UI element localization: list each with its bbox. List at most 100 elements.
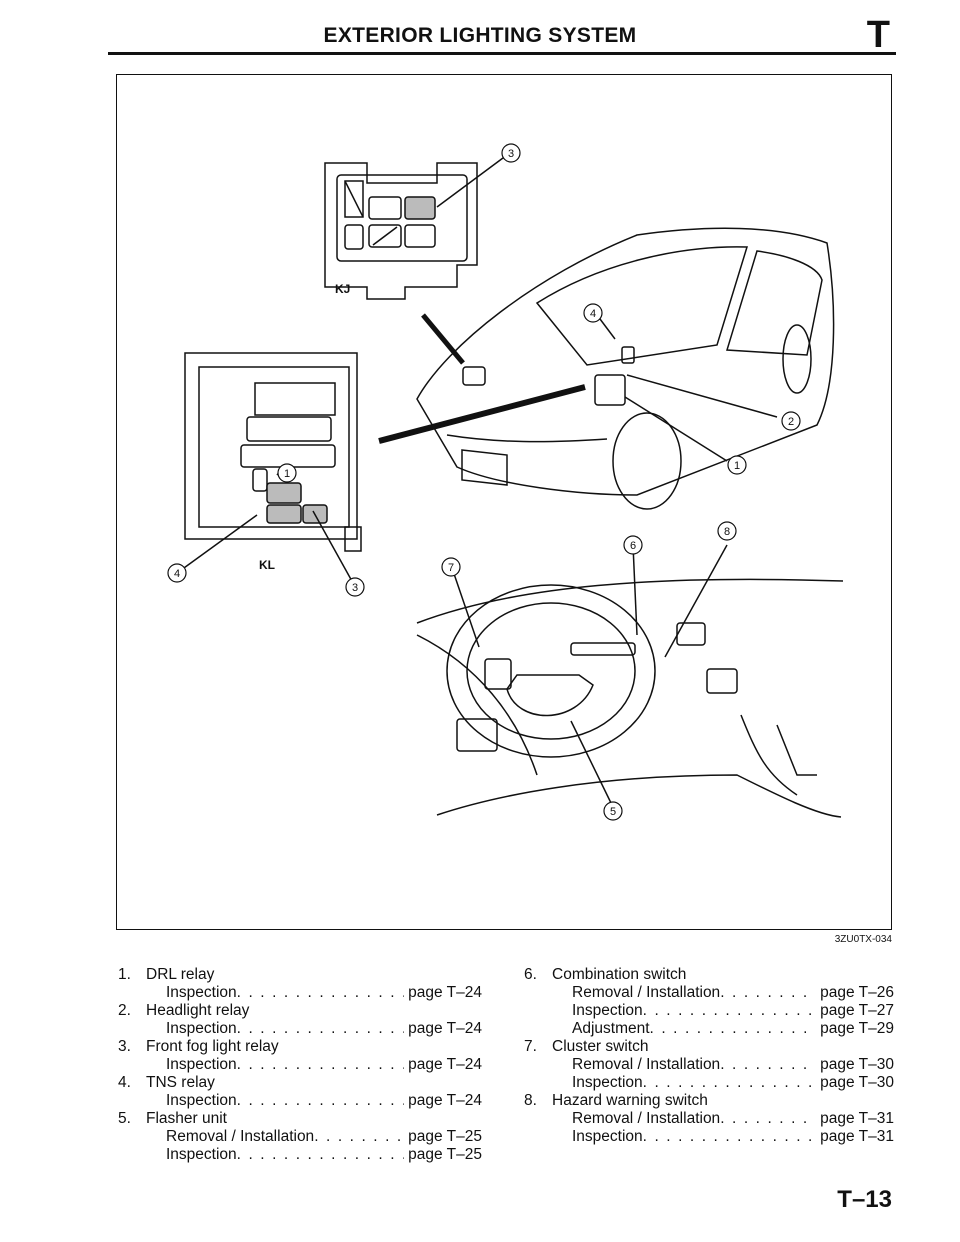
component-name: Flasher unit	[146, 1110, 227, 1127]
dot-leader	[643, 1128, 816, 1146]
component-number: 4.	[118, 1074, 131, 1091]
procedure-entry: Removal / Installation page T–25	[118, 1128, 482, 1146]
page-reference: page T–24	[408, 1092, 482, 1109]
dot-leader	[650, 1020, 817, 1038]
dot-leader	[643, 1074, 816, 1092]
kl-label: KL	[259, 558, 275, 572]
component-name: Headlight relay	[146, 1002, 250, 1019]
dot-leader	[237, 1056, 404, 1074]
component-location-illustration: 3 4 2 1 1 4 3 6 8 7 5 KJ KL	[167, 143, 844, 821]
svg-text:4: 4	[590, 308, 596, 320]
callout-2: 2	[781, 411, 801, 431]
dot-leader	[314, 1128, 404, 1146]
component-number: 1.	[118, 966, 131, 983]
procedure-entry: Inspection page T–25	[118, 1146, 482, 1164]
callout-4-kl: 4	[167, 563, 187, 583]
component-name: Hazard warning switch	[552, 1092, 708, 1109]
component-item: 7. Cluster switch	[524, 1038, 894, 1056]
car-illustration	[378, 227, 835, 510]
procedure-entry: Adjustment page T–29	[524, 1020, 894, 1038]
dot-leader	[720, 1056, 816, 1074]
callout-7: 7	[441, 557, 461, 577]
page-reference: page T–24	[408, 1056, 482, 1073]
procedure-label: Inspection	[572, 1074, 643, 1091]
component-number: 7.	[524, 1038, 537, 1055]
header-rule	[108, 52, 896, 55]
component-number: 3.	[118, 1038, 131, 1055]
procedure-entry: Removal / Installation page T–30	[524, 1056, 894, 1074]
page-reference: page T–24	[408, 984, 482, 1001]
dot-leader	[237, 1092, 404, 1110]
dot-leader	[237, 1020, 404, 1038]
procedure-label: Inspection	[166, 984, 237, 1001]
procedure-label: Removal / Installation	[166, 1128, 315, 1145]
kj-relay-box	[324, 154, 508, 300]
svg-text:8: 8	[724, 526, 730, 538]
callout-8: 8	[717, 521, 737, 541]
svg-text:7: 7	[448, 562, 454, 574]
dot-leader	[643, 1002, 816, 1020]
page-reference: page T–31	[820, 1128, 894, 1145]
procedure-label: Removal / Installation	[572, 984, 721, 1001]
dot-leader	[720, 984, 816, 1002]
callout-1-kl: 1	[277, 463, 297, 483]
svg-text:3: 3	[508, 148, 514, 160]
page-reference: page T–29	[820, 1020, 894, 1037]
procedure-label: Inspection	[166, 1146, 237, 1163]
svg-text:1: 1	[734, 460, 740, 472]
procedure-label: Inspection	[166, 1020, 237, 1037]
callout-5: 5	[603, 801, 623, 821]
figure-code: 3ZU0TX-034	[834, 934, 892, 945]
page-number: T–13	[837, 1186, 892, 1213]
svg-text:4: 4	[174, 568, 180, 580]
svg-text:2: 2	[788, 416, 794, 428]
component-name: Cluster switch	[552, 1038, 649, 1055]
component-number: 5.	[118, 1110, 131, 1127]
procedure-entry: Inspection page T–24	[118, 1092, 482, 1110]
kj-label: KJ	[335, 282, 350, 296]
component-item: 8. Hazard warning switch	[524, 1092, 894, 1110]
svg-text:5: 5	[610, 806, 616, 818]
procedure-label: Inspection	[572, 1128, 643, 1145]
component-name: Combination switch	[552, 966, 687, 983]
component-item: 1. DRL relay	[118, 966, 482, 984]
component-number: 6.	[524, 966, 537, 983]
page-reference: page T–24	[408, 1020, 482, 1037]
callout-3-kl: 3	[345, 577, 365, 597]
procedure-label: Inspection	[572, 1002, 643, 1019]
component-list-left: 1.DRL relayInspectionpage T–242.Headligh…	[118, 966, 482, 1164]
page-reference: page T–25	[408, 1146, 482, 1163]
dot-leader	[237, 1146, 404, 1164]
component-number: 8.	[524, 1092, 537, 1109]
component-item: 4.TNS relay	[118, 1074, 482, 1092]
procedure-label: Inspection	[166, 1056, 237, 1073]
procedure-label: Removal / Installation	[572, 1056, 721, 1073]
callout-group: 3 4 2 1 1 4 3 6 8 7 5	[167, 143, 801, 821]
component-item: 3.Front fog light relay	[118, 1038, 482, 1056]
component-item: 5. Flasher unit	[118, 1110, 482, 1128]
instrument-panel-illustration	[416, 544, 844, 818]
callout-3-kj: 3	[501, 143, 521, 163]
component-location-figure: 3 4 2 1 1 4 3 6 8 7 5 KJ KL	[116, 74, 892, 930]
component-name: DRL relay	[146, 966, 215, 983]
procedure-entry: Inspection page T–30	[524, 1074, 894, 1092]
svg-text:6: 6	[630, 540, 636, 552]
dot-leader	[237, 984, 404, 1002]
page-reference: page T–30	[820, 1056, 894, 1073]
procedure-label: Removal / Installation	[572, 1110, 721, 1127]
page-reference: page T–31	[820, 1110, 894, 1127]
page-reference: page T–30	[820, 1074, 894, 1091]
page-reference: page T–25	[408, 1128, 482, 1145]
page-reference: page T–27	[820, 1002, 894, 1019]
procedure-entry: Inspection page T–24	[118, 1020, 482, 1038]
component-item: 6. Combination switch	[524, 966, 894, 984]
section-letter: T	[866, 14, 890, 56]
kl-relay-box	[176, 352, 362, 584]
procedure-entry: Inspection page T–31	[524, 1128, 894, 1146]
procedure-label: Inspection	[166, 1092, 237, 1109]
page-title: EXTERIOR LIGHTING SYSTEM	[323, 24, 637, 47]
procedure-entry: Removal / Installation page T–31	[524, 1110, 894, 1128]
procedure-entry: Inspection page T–24	[118, 1056, 482, 1074]
procedure-label: Adjustment	[572, 1020, 650, 1037]
